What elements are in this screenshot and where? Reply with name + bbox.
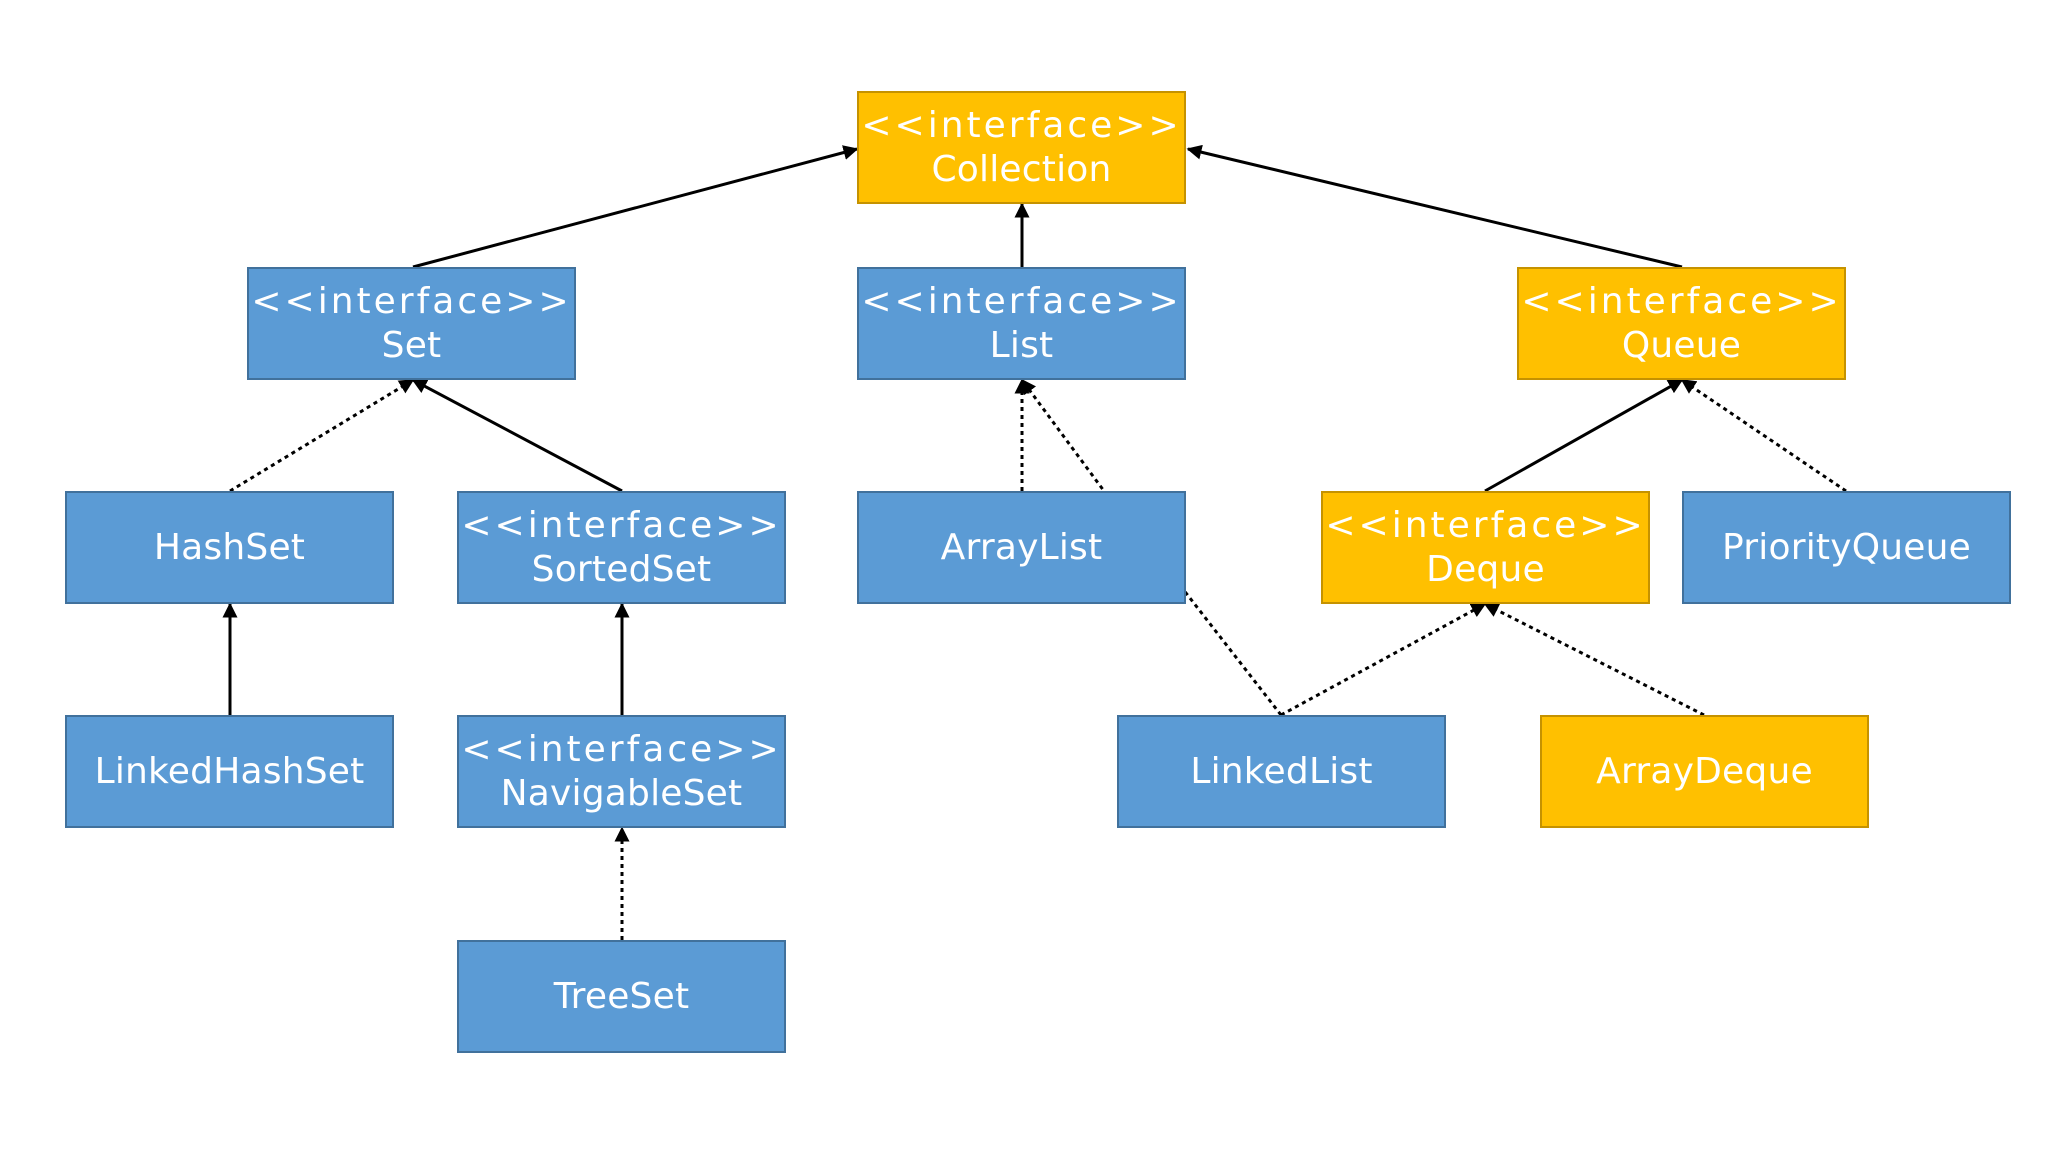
node-priorityqueue-label: PriorityQueue <box>1722 526 1971 568</box>
node-arraylist-label: ArrayList <box>940 526 1103 568</box>
node-deque-label: Deque <box>1426 548 1545 590</box>
node-navigableset-label: NavigableSet <box>500 772 743 814</box>
node-list-label: List <box>989 324 1054 366</box>
node-collection: <<interface>> Collection <box>857 91 1186 204</box>
node-linkedhashset-label: LinkedHashSet <box>94 750 365 792</box>
node-deque: <<interface>> Deque <box>1321 491 1650 604</box>
node-set-label: Set <box>381 324 442 366</box>
node-treeset-label: TreeSet <box>553 975 690 1017</box>
node-navigableset: <<interface>> NavigableSet <box>457 715 786 828</box>
node-navigableset-stereotype: <<interface>> <box>461 728 782 770</box>
node-sortedset-stereotype: <<interface>> <box>461 504 782 546</box>
node-queue: <<interface>> Queue <box>1517 267 1846 380</box>
node-linkedlist: LinkedList <box>1117 715 1446 828</box>
node-linkedlist-label: LinkedList <box>1190 750 1373 792</box>
edge-linkedlist-to-deque <box>1280 602 1487 717</box>
node-set-stereotype: <<interface>> <box>251 280 572 322</box>
node-linkedhashset: LinkedHashSet <box>65 715 394 828</box>
node-collection-stereotype: <<interface>> <box>861 104 1182 146</box>
node-list: <<interface>> List <box>857 267 1186 380</box>
edge-queue-to-collection <box>1186 144 1683 269</box>
node-priorityqueue: PriorityQueue <box>1682 491 2011 604</box>
edge-priorityqueue-to-queue <box>1680 378 1847 493</box>
node-arraydeque: ArrayDeque <box>1540 715 1869 828</box>
node-hashset-label: HashSet <box>153 526 306 568</box>
node-queue-label: Queue <box>1621 324 1742 366</box>
edge-deque-to-queue <box>1484 378 1684 493</box>
node-sortedset: <<interface>> SortedSet <box>457 491 786 604</box>
node-list-stereotype: <<interface>> <box>861 280 1182 322</box>
node-treeset: TreeSet <box>457 940 786 1053</box>
edge-arraydeque-to-deque <box>1483 602 1705 717</box>
edge-hashset-to-set <box>229 378 415 493</box>
edge-sortedset-to-set <box>411 378 623 493</box>
node-set: <<interface>> Set <box>247 267 576 380</box>
node-sortedset-label: SortedSet <box>531 548 712 590</box>
node-deque-stereotype: <<interface>> <box>1325 504 1646 546</box>
node-arraydeque-label: ArrayDeque <box>1596 750 1813 792</box>
node-collection-label: Collection <box>931 148 1112 190</box>
edge-set-to-collection <box>412 145 859 269</box>
node-queue-stereotype: <<interface>> <box>1521 280 1842 322</box>
node-arraylist: ArrayList <box>857 491 1186 604</box>
node-hashset: HashSet <box>65 491 394 604</box>
